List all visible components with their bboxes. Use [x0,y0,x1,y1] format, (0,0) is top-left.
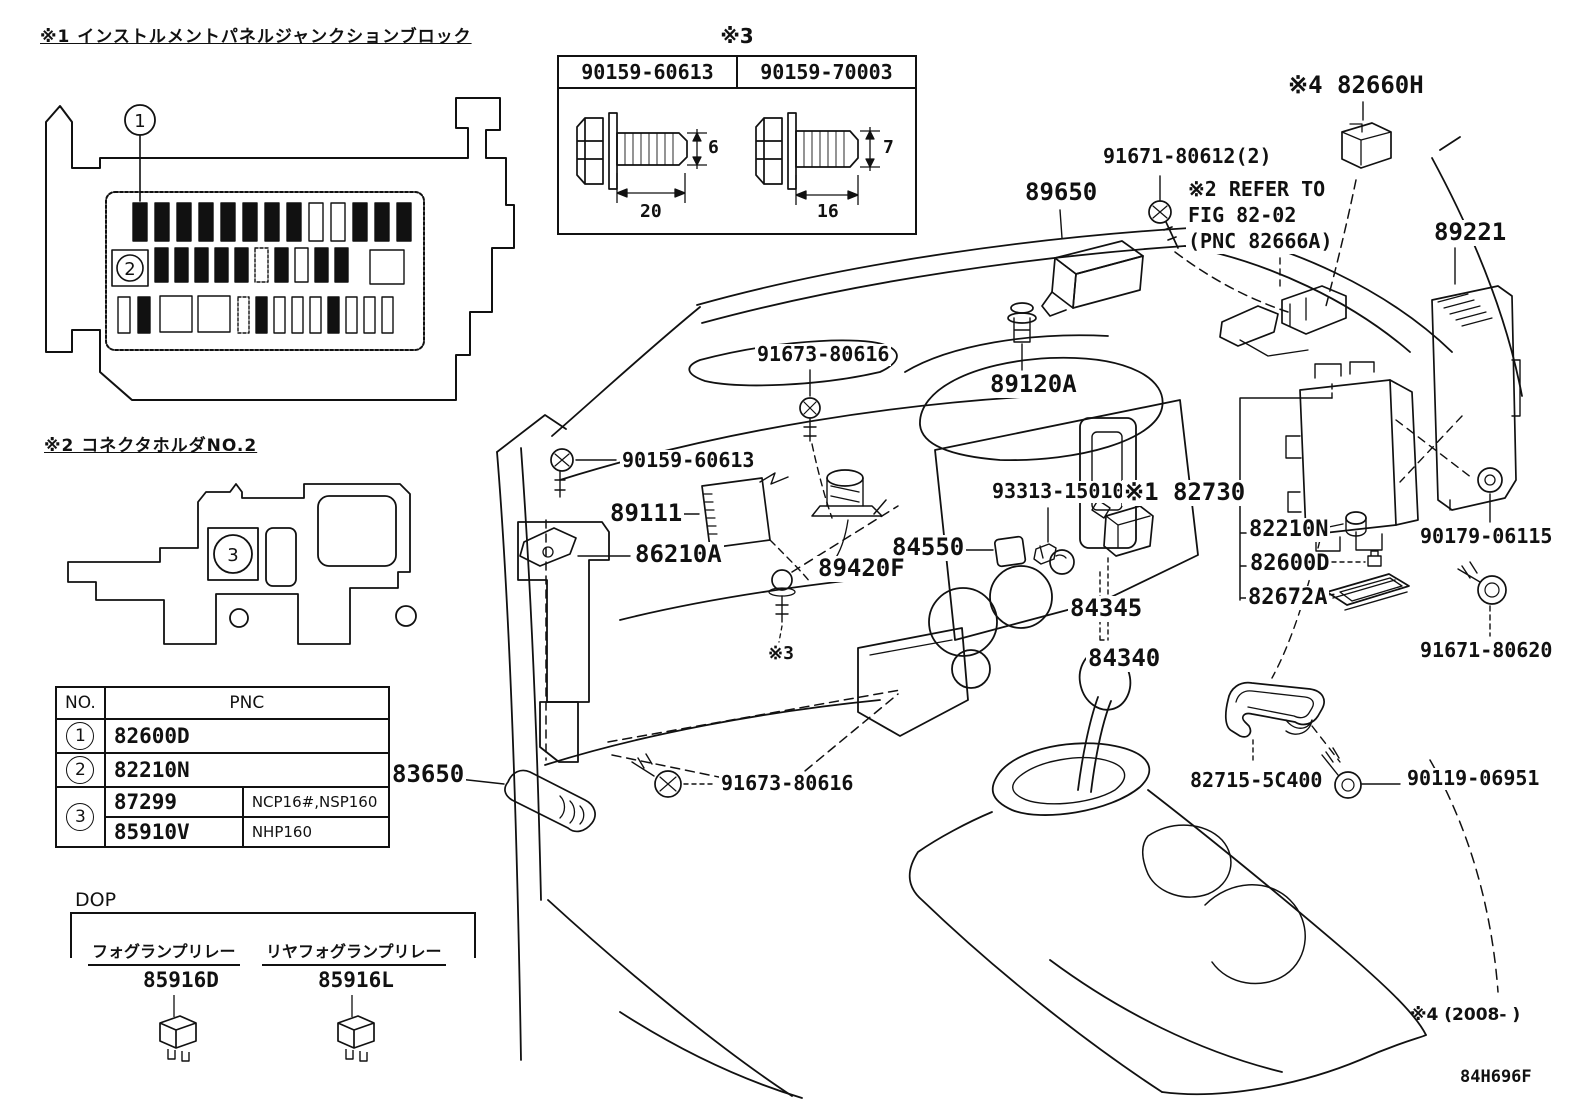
part-label-91673-80616-bottom: 91673-80616 [719,771,856,795]
bolt-length: 20 [639,201,663,222]
bolt-diameter: 7 [882,137,895,158]
part-label-82660H: ※4 82660H [1286,71,1426,99]
drawing-code: 84H696F [1460,1067,1532,1087]
part-label-82600D: 82600D [1248,551,1332,576]
pnc-table: NO. PNC 1 82600D 2 82210N 3 87299 NCP16#… [55,686,390,848]
part-label-89120A: 89120A [988,370,1079,398]
part-label-91671-80612: 91671-80612(2) [1101,144,1274,168]
pnc-value: 82210N [103,752,390,788]
dop-bracket [70,912,476,958]
pnc-value: 82600D [103,718,390,754]
refer-line-3: (PNC 82666A) [1188,229,1333,253]
marker-2: 2 [124,259,135,280]
note-junction-block-title: ※1 インストルメントパネルジャンクションブロック [40,27,472,47]
bolt-length: 16 [816,201,840,222]
bolt-drawing-cell: 6 20 [559,89,736,231]
part-label-90119-06951: 90119-06951 [1405,766,1542,790]
pnc-application: NCP16#,NSP160 [241,786,390,818]
table-row: 2 82210N [55,752,390,788]
part-label-90159-60613: 90159-60613 [620,448,757,472]
bolt-drawing-cell: 7 16 [738,89,915,231]
pnc-value: 87299 [103,786,244,818]
pnc-value: 85910V [103,816,244,848]
row-marker: 3 [66,803,95,831]
part-label-89650: 89650 [1023,178,1100,206]
part-label-82210N: 82210N [1247,517,1331,542]
row-marker: 1 [66,722,95,750]
part-label-82730: ※1 82730 [1122,478,1248,506]
part-label-91671-80620: 91671-80620 [1418,638,1555,662]
pnc-header-pnc: PNC [103,686,390,720]
bolt-table-title: ※3 [720,24,754,48]
bolt-spec-table: 90159-60613 90159-70003 6 20 [557,55,917,235]
dop-part-number: 85916D [143,968,219,992]
note-connector-holder-title: ※2 コネクタホルダNO.2 [44,436,258,456]
marker-3: 3 [227,545,238,566]
part-label-89420F: 89420F [816,554,907,582]
part-label-93313-15010: 93313-15010 [990,479,1127,503]
pnc-application: NHP160 [241,816,390,848]
junction-block-drawing [45,97,515,401]
part-label-91673-80616-top: 91673-80616 [755,342,892,366]
part-label-83650: 83650 [390,760,467,788]
note-2008: ※4 (2008- ) [1410,1005,1521,1025]
table-row: 85910V NHP160 [56,816,390,848]
dashboard-drawing [496,136,1523,1099]
part-label-82672A: 82672A [1246,585,1330,610]
connector-holder-drawing [67,483,417,645]
refer-line-1: ※2 REFER TO [1188,177,1326,201]
small-parts [449,101,1521,833]
part-label-90179-06115: 90179-06115 [1418,524,1555,548]
part-label-89221: 89221 [1432,218,1509,246]
dop-part-number: 85916L [318,968,394,992]
refer-line-2: FIG 82-02 [1188,203,1297,227]
bolt-col-header: 90159-60613 [559,57,738,89]
row-marker: 2 [66,756,95,784]
table-row: 1 82600D [55,718,390,754]
table-row: 3 87299 NCP16#,NSP160 [55,786,390,848]
dop-relay-icons [159,995,375,1062]
pnc-header-no: NO. [55,686,106,720]
refer-note: ※2 REFER TO FIG 82-02 (PNC 82666A) [1186,176,1335,254]
marker-1: 1 [134,111,145,132]
part-label-89111: 89111 [608,499,685,527]
part-label-84345: 84345 [1068,594,1145,622]
part-label-84340: 84340 [1086,644,1163,672]
bolt-col-header: 90159-70003 [738,57,915,89]
dop-item-label: フォグランプリレー [88,938,240,966]
marker-label-star3: ※3 [766,643,796,664]
dop-title: DOP [75,889,117,911]
part-label-82715-5C400: 82715-5C400 [1188,768,1325,792]
part-label-86210A: 86210A [633,540,724,568]
bolt-diameter: 6 [707,137,720,158]
dop-item-label: リヤフォグランプリレー [262,938,446,966]
